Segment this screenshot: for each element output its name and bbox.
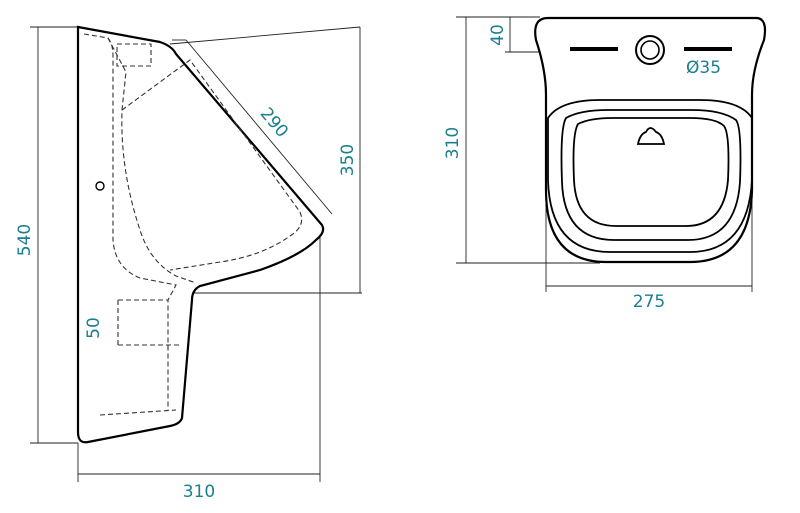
- mounting-hole: [95, 181, 105, 191]
- side-view: 540 310 290 350 50: [15, 25, 362, 502]
- inner-contour-c: [121, 59, 303, 271]
- dim-label-50: 50: [84, 317, 104, 339]
- bowl-outer-rim: [547, 99, 753, 253]
- inlet-box: [116, 43, 152, 67]
- bowl-middle-rim: [560, 109, 742, 241]
- bowl-inner-rim: [572, 117, 730, 227]
- inner-contour-b: [107, 37, 197, 284]
- dim-label-40: 40: [488, 24, 508, 46]
- dim-label-350: 350: [338, 144, 358, 176]
- slot-left: [570, 47, 618, 51]
- dim-line-290: [185, 39, 333, 215]
- drain-icon: [636, 127, 666, 145]
- slot-right: [684, 47, 732, 51]
- dim-label-diameter-35: Ø35: [686, 58, 721, 78]
- dim-label-310-side: 310: [183, 482, 215, 502]
- dim-label-540: 540: [15, 224, 35, 256]
- dim-label-275: 275: [633, 292, 665, 312]
- urinal-side-outline: [76, 25, 325, 444]
- inlet-inner-ring: [640, 40, 660, 60]
- dim-label-290: 290: [256, 104, 292, 142]
- inner-contour-d: [99, 299, 180, 416]
- urinal-front-outline: [534, 16, 767, 264]
- front-view: 310 40 275 Ø35: [443, 16, 767, 312]
- ext-line-350-top: [169, 26, 361, 45]
- dim-label-310-front: 310: [443, 127, 463, 159]
